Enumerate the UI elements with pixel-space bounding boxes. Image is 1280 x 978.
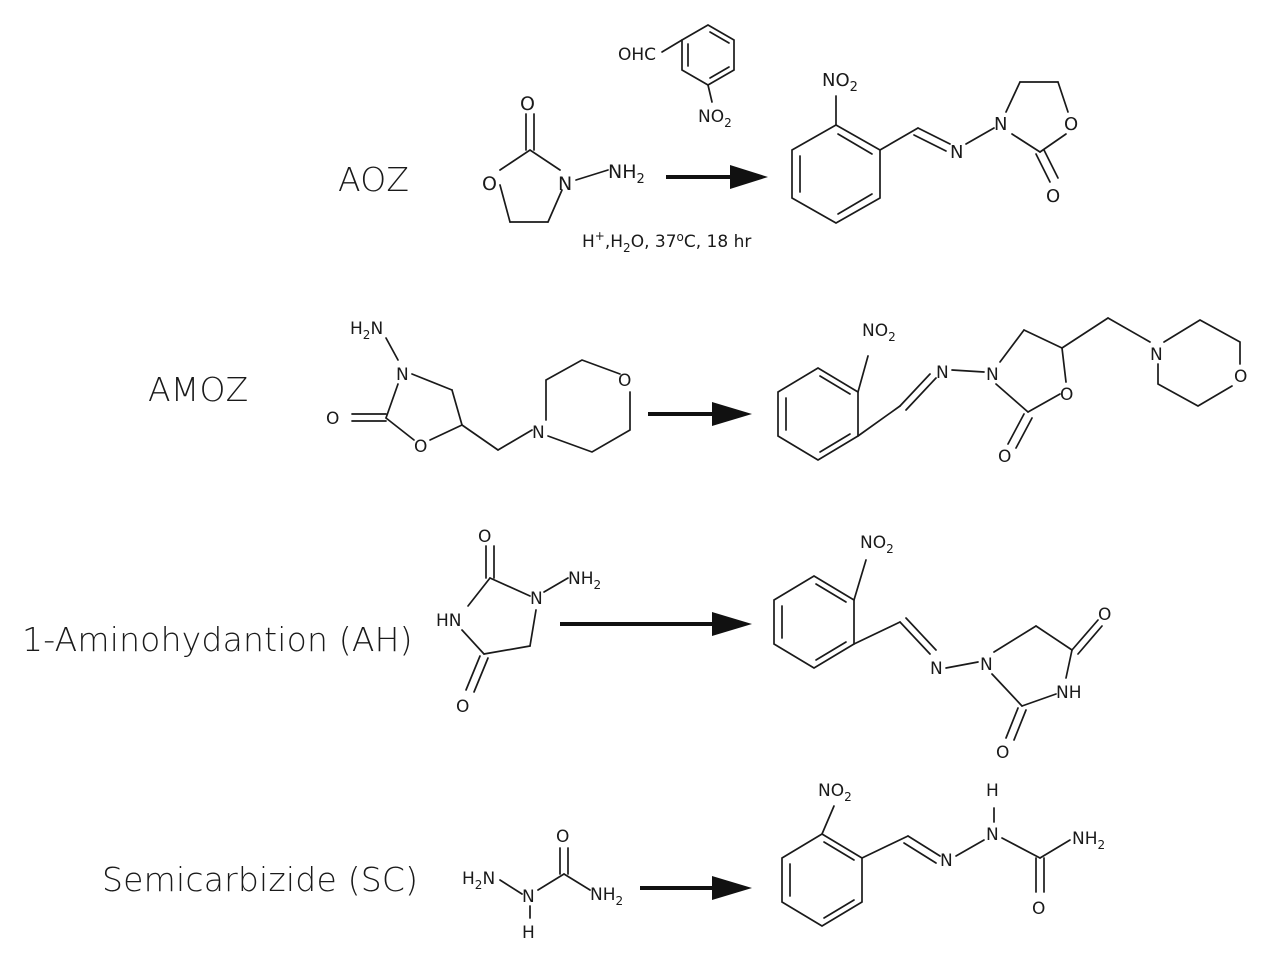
sc-product-carbonyl-o: O [1032, 899, 1045, 919]
reagent-nitro-label: NO2 [698, 107, 732, 130]
amoz-product-morph-o: O [1234, 367, 1247, 387]
aoz-product-ring-o: O [1064, 114, 1078, 135]
amoz-carbonyl-o: O [326, 409, 339, 429]
amoz-product-imine-n: N [936, 363, 949, 383]
sc-product-imine-n: N [940, 851, 953, 871]
ah-product-nitro: NO2 [860, 533, 894, 556]
ah-hn: HN [436, 611, 462, 631]
ah-nh2: NH2 [568, 569, 601, 592]
sc-product: NO2 N N H NH2 O [781, 781, 1105, 927]
reaction-conditions: H+,H2O, 37oC, 18 hr [582, 229, 751, 255]
amoz-product-ring-n: N [986, 365, 999, 385]
reagent-aldehyde-label: OHC [618, 45, 656, 65]
amoz-h2n: H2N [350, 319, 383, 342]
aoz-product-ring-n: N [994, 114, 1007, 135]
ah-product-bottom-o: O [996, 743, 1009, 763]
ah-bottom-o: O [456, 697, 469, 717]
sc-product-nh-n: N [986, 825, 999, 845]
ah-product-top-o: O [1098, 605, 1111, 625]
sc-nh2: NH2 [590, 885, 623, 908]
ah-reactant: O N NH2 HN O [436, 527, 601, 717]
aoz-ring-o: O [482, 173, 497, 195]
ah-ring-n: N [530, 589, 543, 609]
ah-product-imine-n: N [930, 659, 943, 679]
ah-product-ring-n: N [980, 655, 993, 675]
sc-product-nitro: NO2 [818, 781, 852, 804]
ah-top-o: O [478, 527, 491, 547]
amoz-reactant: H2N N O O N O [326, 319, 631, 457]
amoz-morph-o: O [618, 371, 631, 391]
aoz-reactant: O O N NH2 [482, 93, 645, 223]
amoz-product: NO2 N N O O N O [777, 317, 1247, 467]
row-label-amoz: AMOZ [148, 370, 249, 409]
sc-product-nh-h: H [986, 781, 999, 801]
row-label-sc: Semicarbizide (SC) [102, 860, 419, 899]
sc-h2n: H2N [462, 869, 495, 892]
reaction-arrow-2 [648, 402, 752, 426]
amoz-product-nitro: NO2 [862, 321, 896, 344]
amoz-morph-n: N [532, 423, 545, 443]
aoz-product: NO2 N N O O [791, 70, 1078, 224]
reaction-arrow-3 [560, 612, 752, 636]
row-label-aoz: AOZ [338, 160, 410, 199]
aoz-carbonyl-o: O [520, 93, 535, 115]
reaction-arrow-1 [666, 165, 768, 189]
row-label-ah: 1-Aminohydantion (AH) [22, 620, 413, 659]
aoz-ring-n: N [558, 173, 572, 195]
amoz-ring-o: O [414, 437, 427, 457]
amoz-product-morph-n: N [1150, 345, 1163, 365]
amoz-product-ring-o: O [1060, 385, 1073, 405]
ah-product: NO2 N N O NH O [773, 533, 1111, 763]
nitrobenzaldehyde-reagent: OHC NO2 [618, 24, 735, 130]
amoz-ring-n: N [396, 365, 409, 385]
sc-carbonyl-o: O [556, 827, 569, 847]
aoz-product-imine-n: N [950, 142, 963, 163]
sc-nh-n: N [522, 887, 535, 907]
sc-nh-h: H [522, 923, 535, 943]
sc-product-nh2: NH2 [1072, 829, 1105, 852]
amoz-product-carbonyl-o: O [998, 447, 1011, 467]
aoz-nh2: NH2 [608, 161, 645, 187]
sc-reactant: H2N N H O NH2 [462, 827, 623, 943]
aoz-product-carbonyl-o: O [1046, 186, 1060, 207]
reaction-arrow-4 [640, 876, 752, 900]
aoz-product-nitro: NO2 [822, 70, 858, 95]
ah-product-nh: NH [1056, 683, 1082, 703]
